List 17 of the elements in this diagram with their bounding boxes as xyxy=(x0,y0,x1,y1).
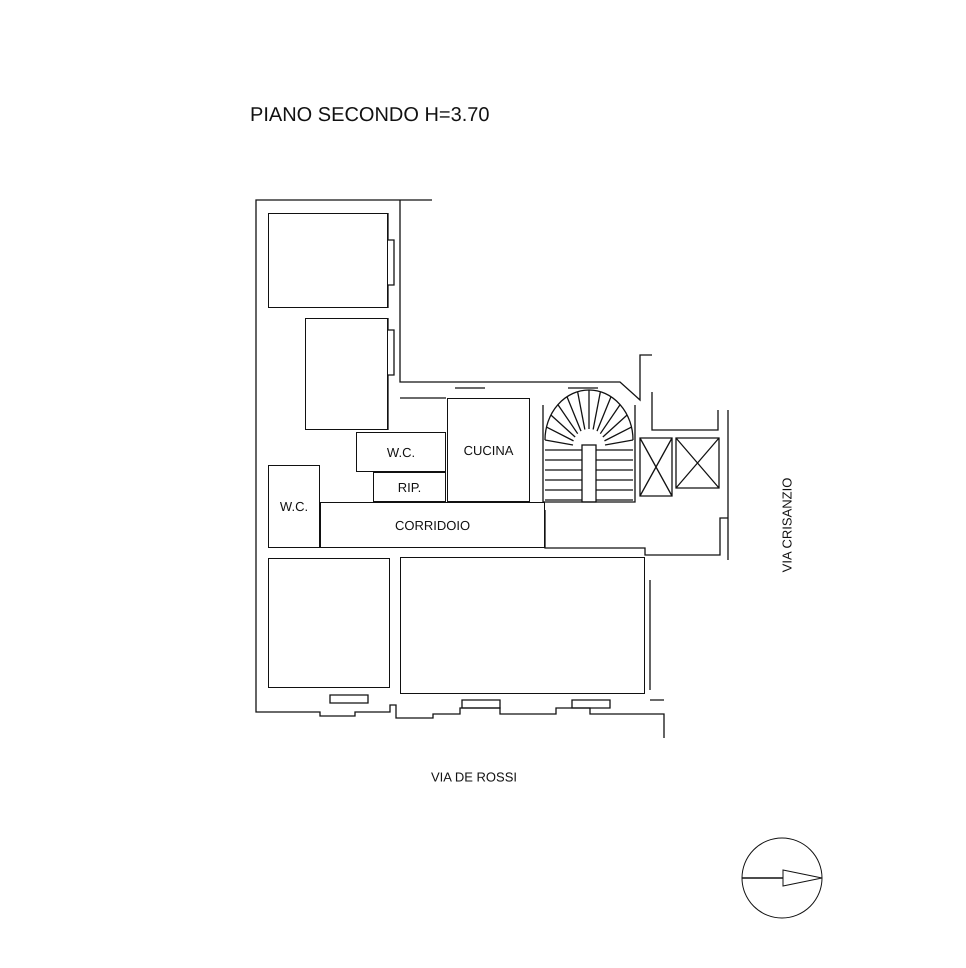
room-outline xyxy=(268,465,320,548)
room-outline xyxy=(400,557,645,694)
room-label: CUCINA xyxy=(464,442,514,458)
street-name: VIA DE ROSSI xyxy=(431,770,517,784)
room-label: W.C. xyxy=(386,444,416,460)
room-outline xyxy=(268,213,388,308)
room-outline xyxy=(373,472,446,502)
street-name: VIA CRISANZIO xyxy=(780,478,794,572)
room-outline xyxy=(268,558,390,688)
room-label: W.C. xyxy=(280,499,308,514)
room-label: RIP. xyxy=(398,480,422,494)
room-outline xyxy=(356,432,446,472)
room-outline xyxy=(305,318,388,430)
floor-title: PIANO SECONDO H=3.70 xyxy=(250,104,490,127)
room-label: CORRIDOIO xyxy=(394,518,470,532)
room-outline xyxy=(447,398,530,502)
room-outline xyxy=(320,502,545,548)
